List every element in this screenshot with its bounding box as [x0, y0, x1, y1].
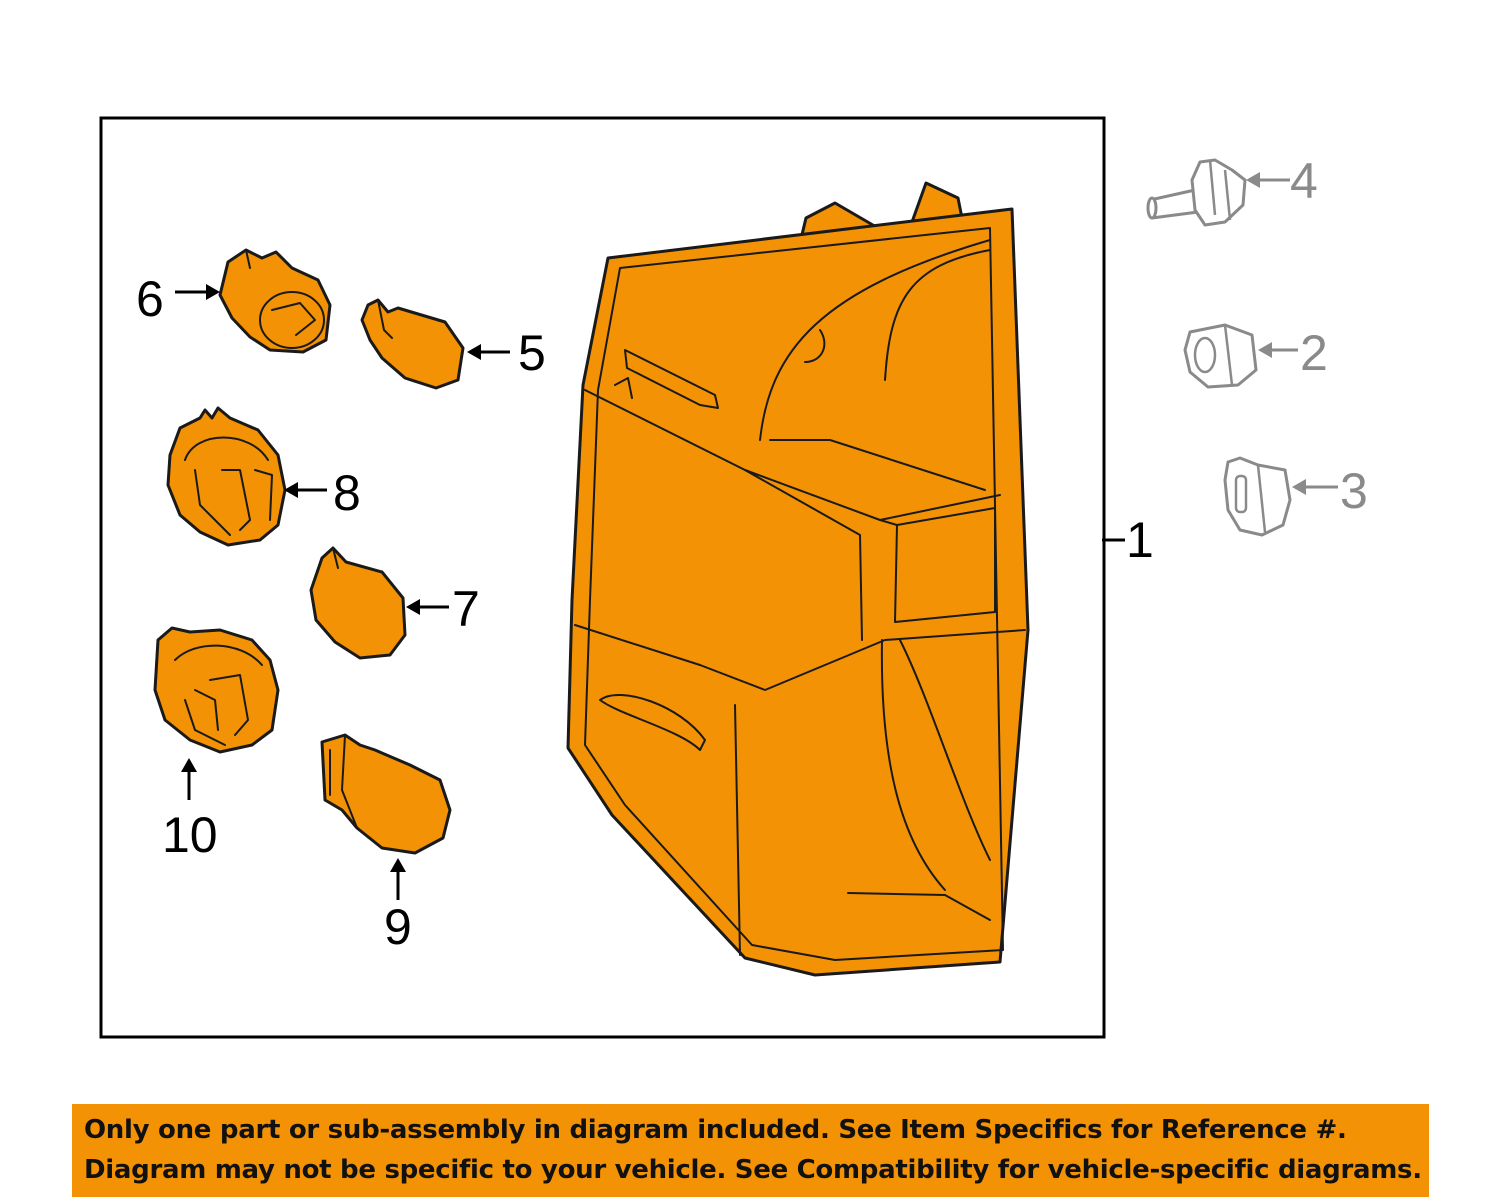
disclaimer-line-2: Diagram may not be specific to your vehi…: [84, 1155, 1422, 1185]
callout-7: 7: [452, 581, 480, 637]
bulb-5: [360, 298, 465, 390]
callout-8: 8: [333, 465, 361, 521]
parts-diagram: 1 2 3 4 5 6 7 8 9 10: [99, 116, 1368, 1039]
callout-4: 4: [1290, 153, 1318, 209]
nut-2: [1183, 323, 1258, 389]
callout-10: 10: [162, 807, 218, 863]
bulb-socket-10: [153, 626, 280, 754]
assembly-frame: [99, 116, 1106, 1039]
disclaimer-banner: Only one part or sub-assembly in diagram…: [72, 1104, 1429, 1197]
callout-3: 3: [1340, 463, 1368, 519]
screw-4: [1146, 158, 1247, 227]
callout-6: 6: [136, 271, 164, 327]
clip-3: [1223, 456, 1292, 537]
leader-lines: [175, 172, 1338, 900]
callout-2: 2: [1300, 325, 1328, 381]
callout-5: 5: [518, 325, 546, 381]
bulb-socket-8: [166, 406, 287, 547]
bulb-socket-6: [218, 248, 332, 354]
bulb-9: [320, 733, 452, 855]
callout-9: 9: [384, 899, 412, 955]
tail-lamp-assembly: [566, 181, 1030, 977]
bulb-7: [309, 546, 407, 660]
disclaimer-line-1: Only one part or sub-assembly in diagram…: [84, 1115, 1347, 1145]
callout-1: 1: [1126, 512, 1154, 568]
